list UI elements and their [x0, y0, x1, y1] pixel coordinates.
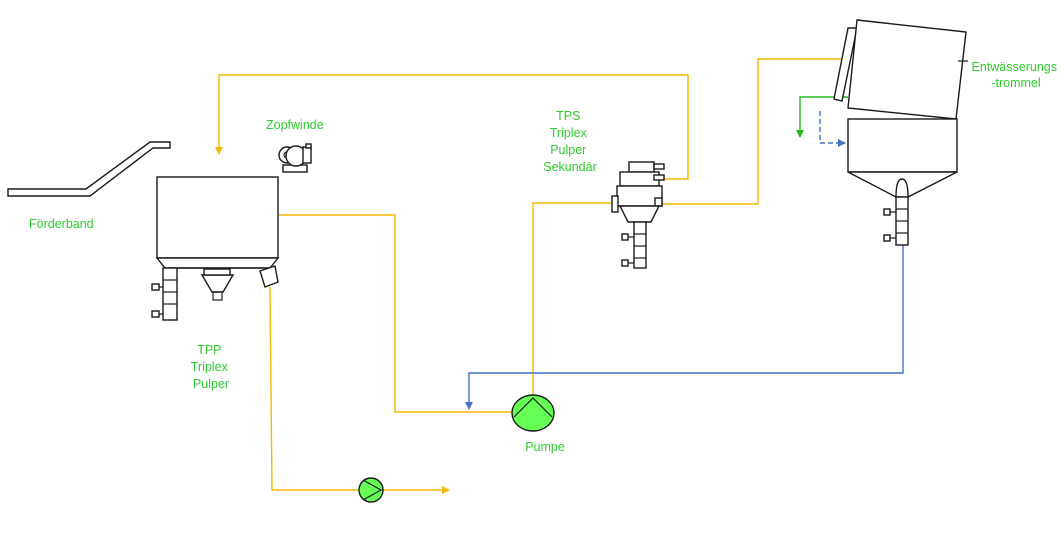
label-entwaesserungstrommel: Entwässerungs -trommel [972, 60, 1061, 90]
pumpe-main [511, 394, 555, 432]
pipe-tpp-to-pumpe [279, 214, 513, 413]
pipe-pumpe-to-tps [532, 202, 612, 398]
label-pumpe: Pumpe [525, 440, 565, 454]
pipe-trommel-return [465, 245, 904, 410]
label-foerderband: Förderband [29, 217, 94, 231]
pumpe-body [511, 394, 555, 432]
yellow-pipes [215, 58, 843, 494]
label-tps: TPS Triplex Pulper Sekundär [543, 109, 597, 174]
tps-pulper-sekundaer [611, 161, 665, 269]
pipe-tps-return-to-tpp [215, 74, 689, 180]
label-tpp: TPP Triplex Pulper [191, 343, 232, 391]
foerderband-conveyor [7, 141, 171, 197]
tpp-pulper [151, 176, 280, 321]
labels: Förderband Zopfwinde TPP Triplex Pulper … [29, 60, 1061, 454]
pump-small [358, 477, 384, 503]
pump-small-body [358, 477, 384, 503]
pipe-tpp-reject-line [269, 286, 359, 491]
pipe-trommel-green-outlet [796, 96, 848, 138]
label-zopfwinde: Zopfwinde [266, 118, 324, 132]
pipe-tps-to-trommel [662, 58, 843, 205]
blue-pipes [465, 111, 904, 410]
pipe-trommel-internal-dashed [819, 111, 846, 147]
entwaesserungstrommel [833, 19, 968, 246]
zopfwinde-winch [278, 143, 312, 173]
